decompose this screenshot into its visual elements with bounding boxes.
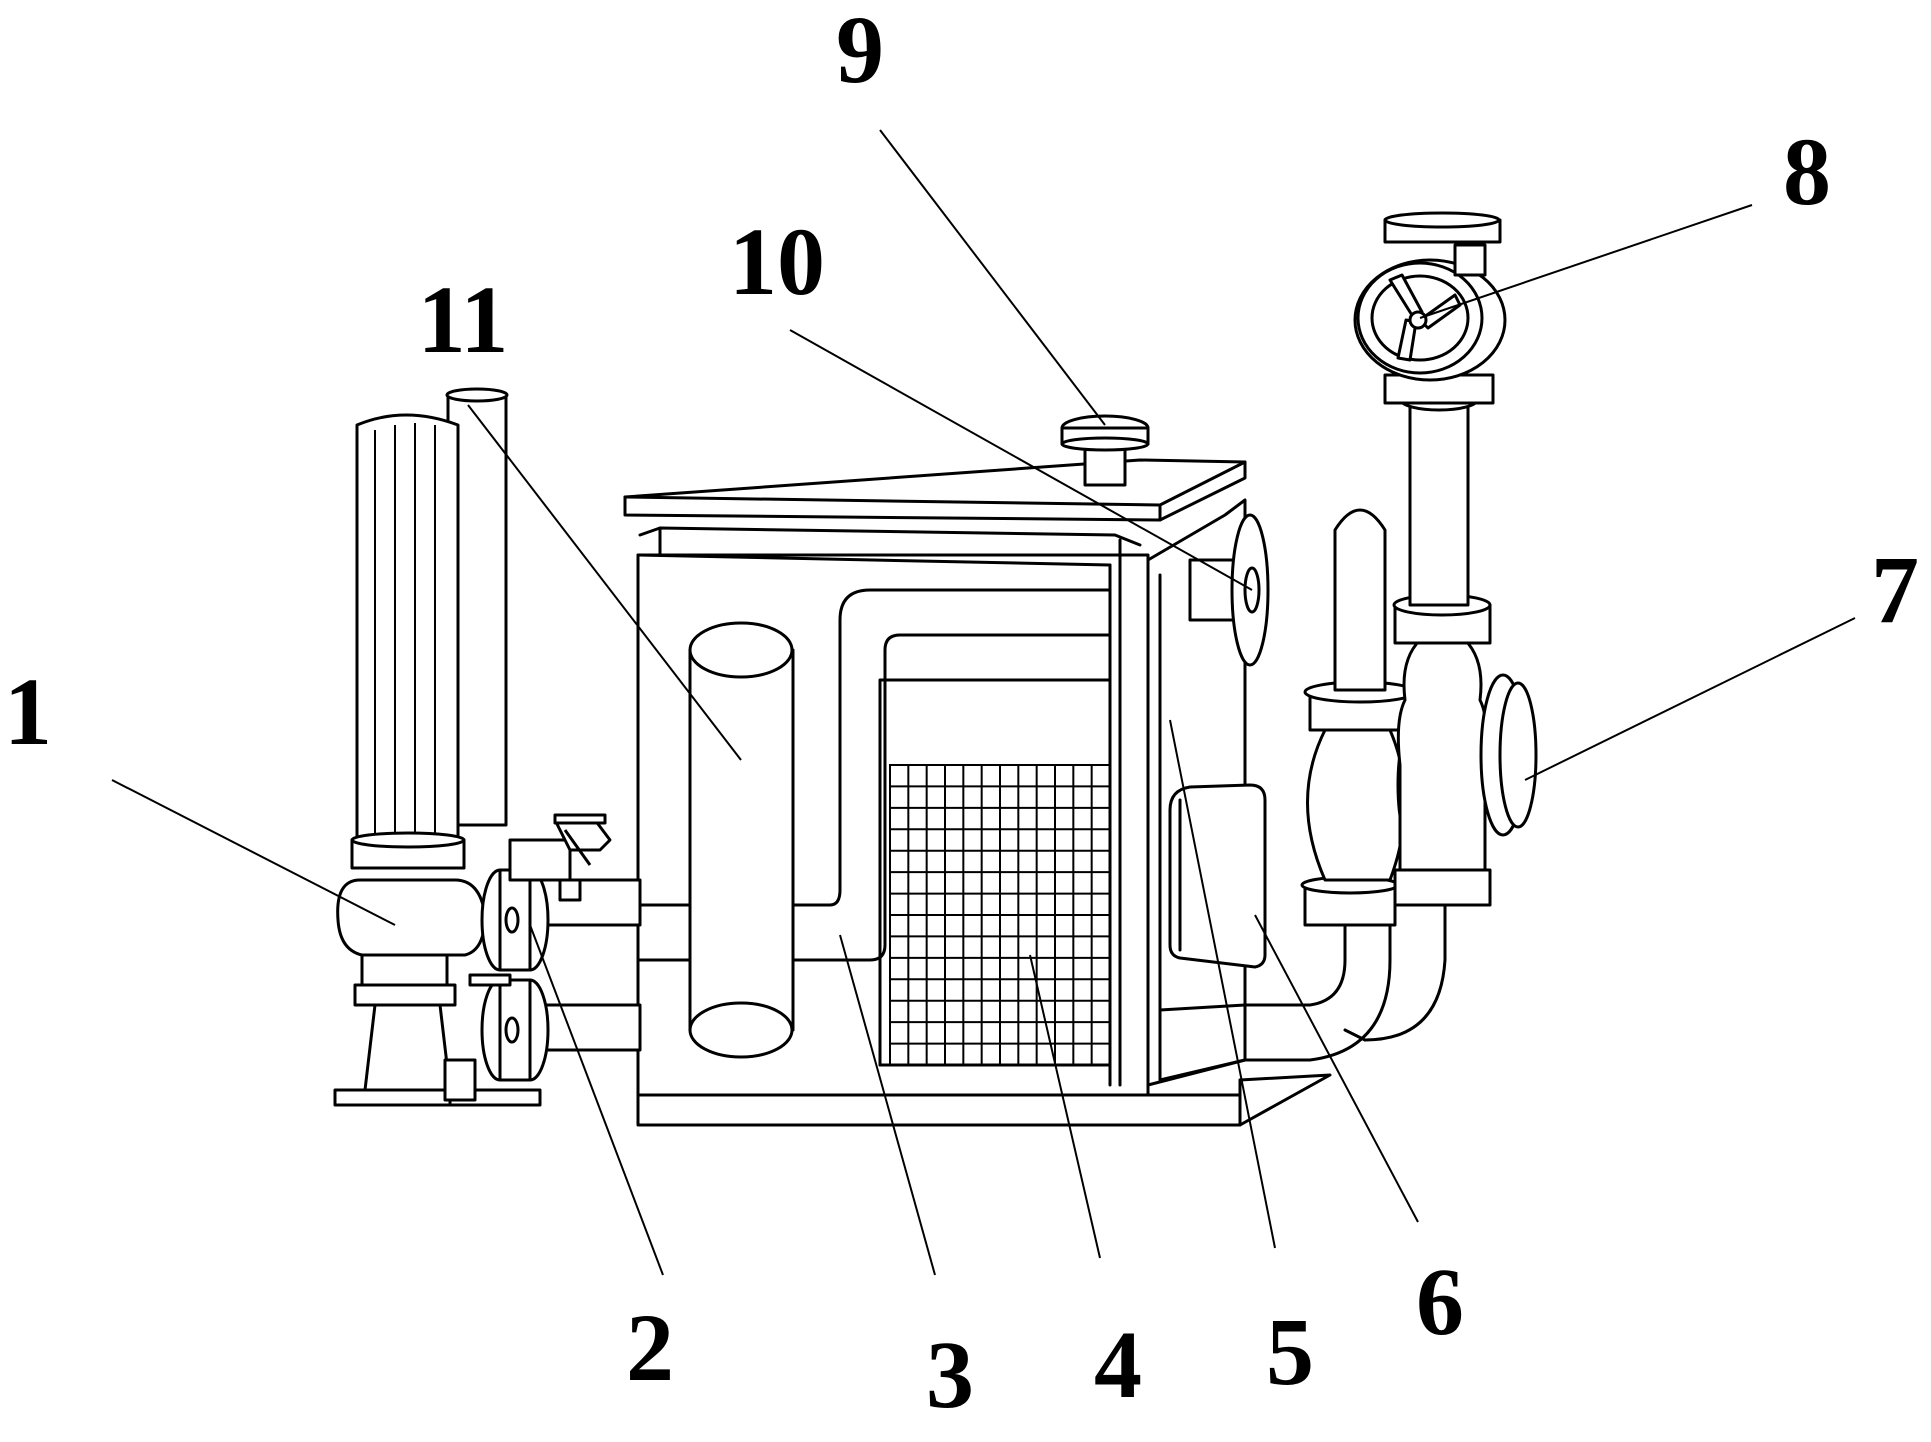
internal-pipe	[791, 588, 1112, 962]
leader-6	[1254, 914, 1419, 1223]
leader-lines	[111, 129, 1856, 1276]
callout-2: 2	[626, 1294, 674, 1401]
leader-1	[111, 779, 396, 926]
gate-valve	[1353, 211, 1507, 607]
vertical-cylinder	[636, 621, 795, 1059]
callout-11: 11	[418, 266, 509, 373]
leader-9	[879, 129, 1106, 426]
callout-5: 5	[1266, 1298, 1314, 1405]
callout-1: 1	[4, 658, 52, 765]
callout-9: 9	[836, 0, 884, 103]
leader-8	[1419, 204, 1753, 319]
screen-mesh	[878, 678, 1112, 1067]
tank-lid	[623, 458, 1247, 522]
leader-4	[1029, 954, 1101, 1259]
leader-5	[1169, 719, 1276, 1249]
access-cover	[1158, 783, 1267, 1082]
callout-10: 10	[729, 208, 825, 315]
pump-assembly	[333, 387, 542, 1107]
leader-11	[467, 404, 742, 761]
callout-6: 6	[1416, 1248, 1464, 1355]
leader-10	[789, 329, 1253, 591]
leader-7	[1524, 617, 1856, 781]
flange-valves	[443, 813, 642, 1102]
callout-8: 8	[1783, 118, 1831, 225]
callout-4: 4	[1094, 1311, 1142, 1418]
leader-2	[529, 924, 664, 1276]
outlet-pipe	[1243, 508, 1538, 1062]
callout-labels: 1 2 3 4 5 6 7 8 9 10 11	[4, 0, 1919, 1428]
callout-3: 3	[926, 1321, 974, 1428]
callout-7: 7	[1871, 536, 1919, 643]
leader-3	[839, 934, 936, 1276]
side-flange	[1188, 513, 1270, 667]
vent-pipe	[1060, 414, 1150, 487]
